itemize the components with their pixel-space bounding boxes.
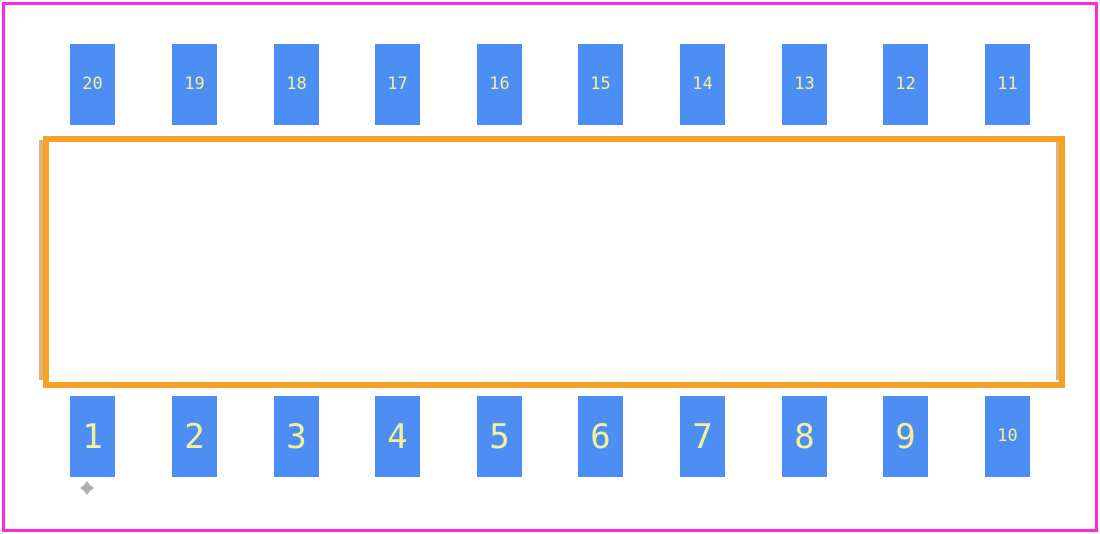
- pad-19[interactable]: 19: [172, 44, 217, 125]
- pad-7[interactable]: 7: [680, 396, 725, 477]
- pad-17[interactable]: 17: [375, 44, 420, 125]
- pad-9[interactable]: 9: [883, 396, 928, 477]
- pad-3[interactable]: 3: [274, 396, 319, 477]
- pad-2[interactable]: 2: [172, 396, 217, 477]
- left-side-line: [39, 140, 43, 380]
- pad-20[interactable]: 20: [70, 44, 115, 125]
- pin1-marker-icon: [80, 481, 94, 495]
- pad-13[interactable]: 13: [782, 44, 827, 125]
- component-body-outline: [43, 136, 1065, 388]
- pad-16[interactable]: 16: [477, 44, 522, 125]
- pad-4[interactable]: 4: [375, 396, 420, 477]
- right-side-line: [1056, 140, 1060, 380]
- pad-1[interactable]: 1: [70, 396, 115, 477]
- pad-18[interactable]: 18: [274, 44, 319, 125]
- pad-5[interactable]: 5: [477, 396, 522, 477]
- pad-11[interactable]: 11: [985, 44, 1030, 125]
- pad-15[interactable]: 15: [578, 44, 623, 125]
- pad-14[interactable]: 14: [680, 44, 725, 125]
- pad-6[interactable]: 6: [578, 396, 623, 477]
- pad-12[interactable]: 12: [883, 44, 928, 125]
- pad-8[interactable]: 8: [782, 396, 827, 477]
- pad-10[interactable]: 10: [985, 396, 1030, 477]
